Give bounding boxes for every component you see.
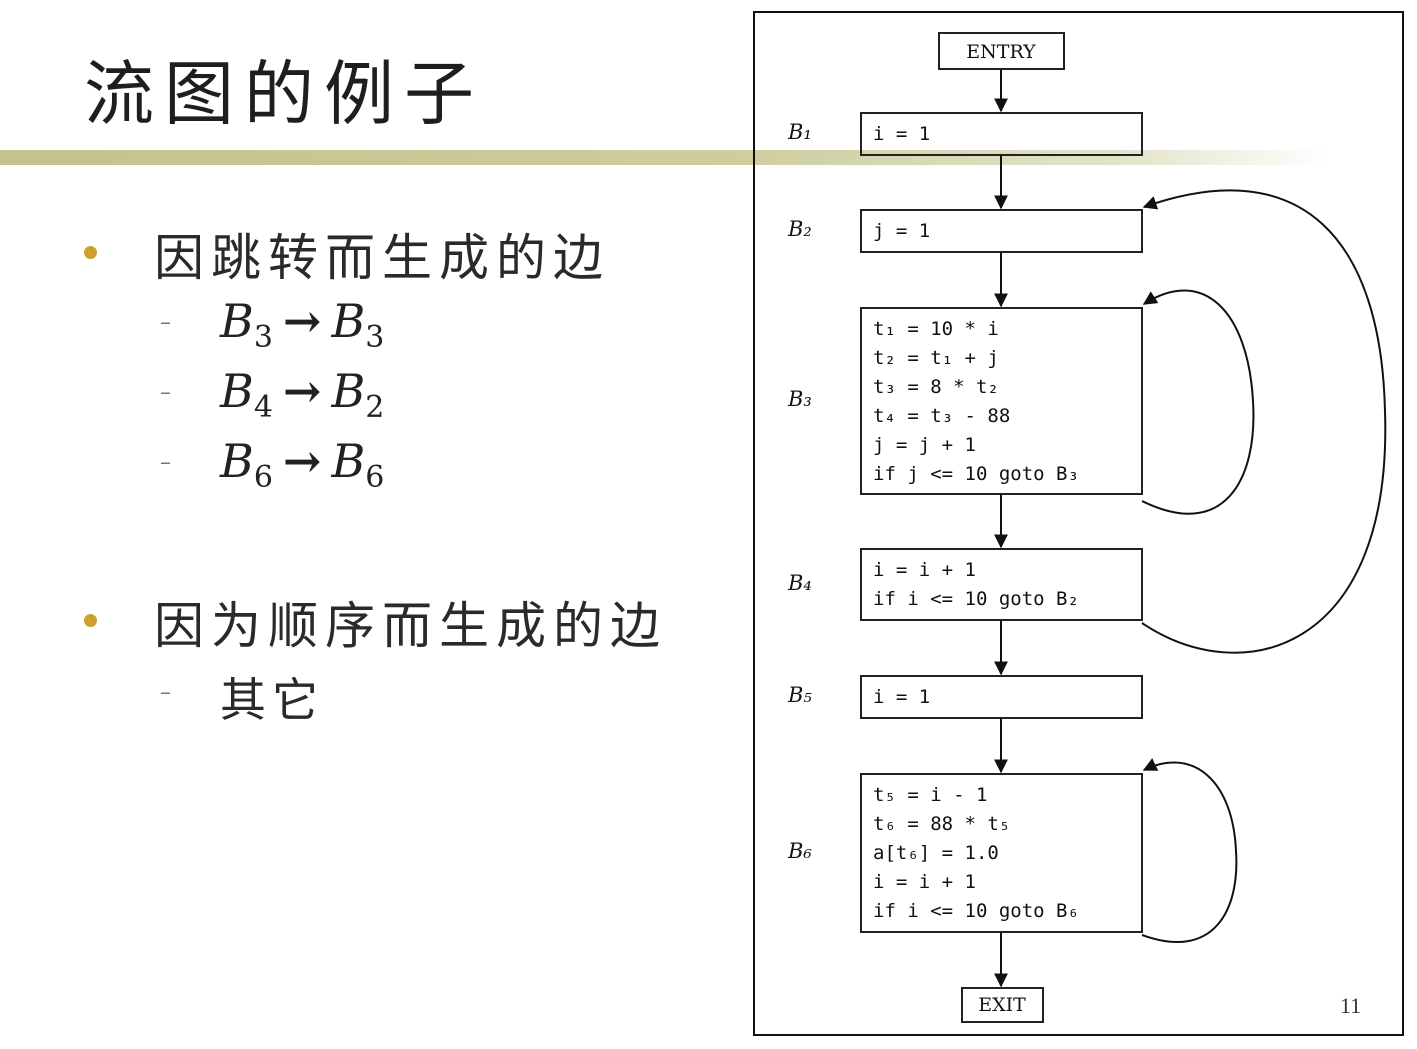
b6-line-2: t₆ = 88 * t₅: [873, 813, 1010, 835]
b6-line-3: a[t₆] = 1.0: [873, 842, 999, 864]
block-label-b1: B₁: [787, 120, 812, 144]
sub-dash-3: –: [160, 450, 171, 475]
b3-line-3: t₃ = 8 * t₂: [873, 376, 999, 398]
b3-line-6: if j <= 10 goto B₃: [873, 463, 1079, 485]
b6-line-1: t₅ = i - 1: [873, 784, 987, 806]
b2-line-1: j = 1: [873, 220, 930, 242]
bullet-jump-edges: 因跳转而生成的边: [154, 229, 610, 287]
exit-node: [961, 987, 1044, 1023]
edge-to-sub: 3: [365, 320, 385, 355]
sub-item-others: 其它: [220, 673, 324, 727]
b3-line-2: t₂ = t₁ + j: [873, 347, 999, 369]
edge-to-sub: 2: [365, 390, 385, 425]
b3-line-1: t₁ = 10 * i: [873, 318, 999, 340]
block-label-b6: B₆: [787, 839, 812, 863]
sub-dash-2: –: [160, 380, 171, 405]
b1-line-1: i = 1: [873, 123, 930, 145]
bullet-sequential-edges: 因为顺序而生成的边: [154, 597, 667, 655]
block-label-b2: B₂: [787, 217, 812, 241]
bullet-dot-1: [84, 246, 97, 259]
block-label-b5: B₅: [787, 683, 812, 707]
edge-from-sub: 3: [253, 320, 273, 355]
edge-b4-b2: B4→B2: [220, 364, 384, 425]
arrow-icon: →: [282, 294, 322, 348]
edge-to-base: B: [331, 434, 366, 488]
sub-dash-4: –: [160, 680, 171, 705]
edge-from-base: B: [220, 364, 254, 418]
back-edge-b3-b3: [1141, 289, 1255, 515]
exit-label: EXIT: [978, 994, 1026, 1016]
back-edge-b6-b6: [1141, 758, 1238, 943]
back-edge-b4-b2: [1141, 189, 1387, 654]
edge-from-sub: 4: [253, 390, 273, 425]
edge-to-base: B: [331, 294, 366, 348]
b3-line-5: j = j + 1: [873, 434, 976, 456]
bullet-dot-2: [84, 614, 97, 627]
entry-label: ENTRY: [966, 41, 1036, 63]
flow-graph-diagram: ENTRY B₁ i = 1 B₂ j = 1 B₃ t₁ = 10 * i t…: [787, 32, 1387, 1023]
sub-dash-1: –: [160, 310, 171, 335]
b4-line-1: i = i + 1: [873, 559, 976, 581]
edge-to-base: B: [331, 364, 366, 418]
b4-line-2: if i <= 10 goto B₂: [873, 588, 1079, 610]
edge-b6-b6: B6→B6: [220, 434, 384, 495]
arrow-icon: →: [282, 434, 322, 488]
edge-from-base: B: [220, 434, 254, 488]
block-label-b3: B₃: [787, 387, 812, 411]
arrow-icon: →: [282, 364, 322, 418]
page-number: 11: [1340, 993, 1362, 1018]
b5-line-1: i = 1: [873, 686, 930, 708]
b6-line-4: i = i + 1: [873, 871, 976, 893]
edge-from-base: B: [220, 294, 254, 348]
edge-to-sub: 6: [365, 460, 385, 495]
flowgraph-figure-frame: [753, 11, 1404, 1036]
edge-from-sub: 6: [253, 460, 273, 495]
edge-b3-b3: B3→B3: [220, 294, 384, 355]
slide-title: 流图的例子: [84, 53, 484, 135]
block-label-b4: B₄: [787, 571, 812, 595]
title-underline-rule: [0, 150, 1330, 165]
b3-line-4: t₄ = t₃ - 88: [873, 405, 1010, 427]
b6-line-5: if i <= 10 goto B₆: [873, 900, 1079, 922]
